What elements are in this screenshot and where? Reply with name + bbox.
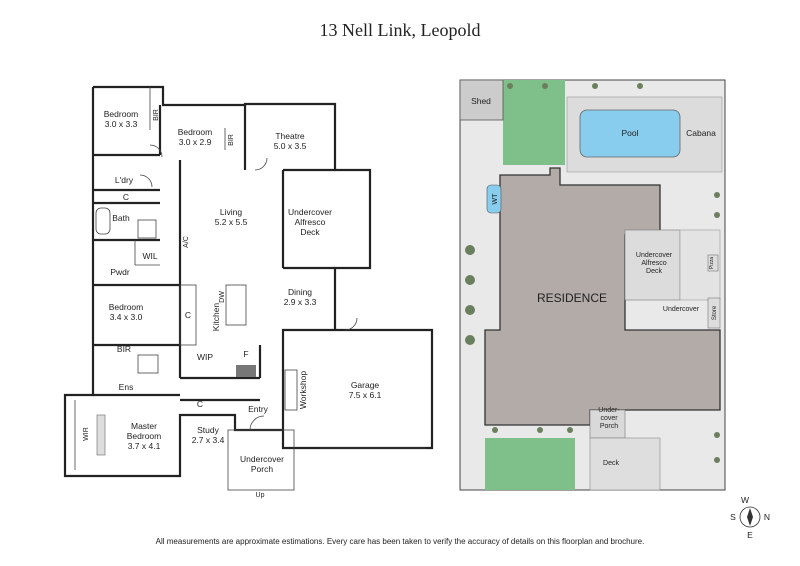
lawn bbox=[503, 80, 565, 165]
room-dims: 5.2 x 5.5 bbox=[215, 217, 248, 227]
shed-label: Shed bbox=[471, 96, 491, 106]
bir-label: BIR bbox=[228, 134, 235, 146]
up-label: Up bbox=[256, 492, 265, 499]
entry-label: Entry bbox=[248, 404, 269, 414]
kitchen-island bbox=[225, 284, 247, 326]
room-label: Bedroom bbox=[109, 302, 144, 312]
bathtub bbox=[95, 207, 111, 235]
workshop-bench bbox=[284, 369, 298, 411]
wip-label: WIP bbox=[197, 352, 213, 362]
room-label: Undercover bbox=[288, 207, 332, 217]
pool-label: Pool bbox=[621, 128, 638, 138]
bir-label: BIR bbox=[153, 109, 160, 121]
alfresco-label: Undercover bbox=[636, 252, 673, 259]
lawn bbox=[485, 438, 575, 490]
pizza-label: Pizza bbox=[709, 257, 715, 269]
room-dims: 2.7 x 3.4 bbox=[192, 435, 225, 445]
compass-west: W bbox=[741, 495, 749, 505]
siteplan: Shed Pool Cabana WT RESIDENCE Undercover… bbox=[459, 79, 726, 491]
floorplan: Bedroom 3.0 x 3.3 BIR Bedroom 3.0 x 2.9 … bbox=[63, 85, 434, 499]
fridge-label: F bbox=[243, 349, 248, 359]
porch-label: Under- bbox=[598, 407, 620, 414]
wil-label: WIL bbox=[142, 251, 157, 261]
cupboard-label: C bbox=[185, 310, 191, 320]
fridge-block bbox=[236, 365, 256, 377]
compass-north: N bbox=[764, 512, 770, 522]
porch-outline bbox=[227, 429, 295, 491]
powder-label: Pwdr bbox=[110, 267, 130, 277]
shed bbox=[459, 79, 504, 121]
room-dims: 3.7 x 4.1 bbox=[128, 441, 161, 451]
cupboard-label: C bbox=[123, 192, 129, 202]
cabana-label: Cabana bbox=[686, 128, 716, 138]
disclaimer-text: All measurements are approximate estimat… bbox=[155, 537, 645, 546]
room-label: Dining bbox=[288, 287, 312, 297]
ensuite-shower bbox=[137, 354, 159, 374]
porch-label-line3: Porch bbox=[600, 423, 618, 430]
residence-footprint bbox=[484, 167, 721, 426]
kitchen-label: Kitchen bbox=[211, 303, 221, 332]
room-dims: 3.4 x 3.0 bbox=[110, 312, 143, 322]
pool bbox=[579, 109, 681, 158]
room-label: Living bbox=[220, 207, 242, 217]
room-label: Study bbox=[197, 425, 219, 435]
shrubs bbox=[465, 83, 720, 463]
room-dims: 7.5 x 6.1 bbox=[349, 390, 382, 400]
room-label: Undercover bbox=[240, 454, 284, 464]
store-block bbox=[707, 297, 721, 329]
room-label-line2: Alfresco bbox=[295, 217, 326, 227]
laundry-label: L'dry bbox=[115, 175, 134, 185]
room-label: Garage bbox=[351, 380, 380, 390]
alfresco-deck bbox=[624, 229, 681, 301]
cupboard-label: C bbox=[197, 399, 203, 409]
room-label: Bedroom bbox=[104, 109, 139, 119]
deck-label: Deck bbox=[603, 460, 619, 467]
page-title: 13 Nell Link, Leopold bbox=[319, 20, 481, 40]
bath-label: Bath bbox=[112, 213, 130, 223]
water-tank-label: WT bbox=[492, 193, 499, 205]
pizza-block bbox=[707, 254, 719, 272]
room-label-line2: Bedroom bbox=[127, 431, 162, 441]
ac-label: A/C bbox=[183, 236, 190, 248]
room-dims: 5.0 x 3.5 bbox=[274, 141, 307, 151]
alfresco-label-line3: Deck bbox=[646, 268, 662, 275]
kitchen-counter bbox=[179, 284, 197, 346]
room-label-line3: Deck bbox=[300, 227, 320, 237]
compass-south: S bbox=[730, 512, 736, 522]
bir-label: BIR bbox=[117, 344, 131, 354]
porch-block bbox=[589, 409, 626, 439]
room-dims: 3.0 x 2.9 bbox=[179, 137, 212, 147]
room-dims: 2.9 x 3.3 bbox=[284, 297, 317, 307]
porch-label-line2: cover bbox=[600, 415, 618, 422]
room-dims: 3.0 x 3.3 bbox=[105, 119, 138, 129]
store-label: Store bbox=[712, 305, 718, 320]
room-label: Theatre bbox=[275, 131, 305, 141]
residence-label: RESIDENCE bbox=[537, 291, 607, 305]
wir-label: WIR bbox=[83, 427, 90, 441]
room-label: Bedroom bbox=[178, 127, 213, 137]
deck-block bbox=[589, 437, 661, 491]
compass: W N S E bbox=[730, 495, 770, 540]
compass-east: E bbox=[747, 530, 753, 540]
dishwasher-label: DW bbox=[219, 291, 226, 303]
undercover-label: Undercover bbox=[663, 306, 700, 313]
wardrobe-block bbox=[96, 414, 106, 456]
room-label: Master bbox=[131, 421, 157, 431]
room-label-line2: Porch bbox=[251, 464, 273, 474]
alfresco-label-line2: Alfresco bbox=[641, 260, 666, 267]
shower bbox=[137, 219, 157, 239]
workshop-label: Workshop bbox=[298, 371, 308, 409]
water-tank bbox=[486, 184, 502, 214]
ensuite-label: Ens bbox=[119, 382, 134, 392]
